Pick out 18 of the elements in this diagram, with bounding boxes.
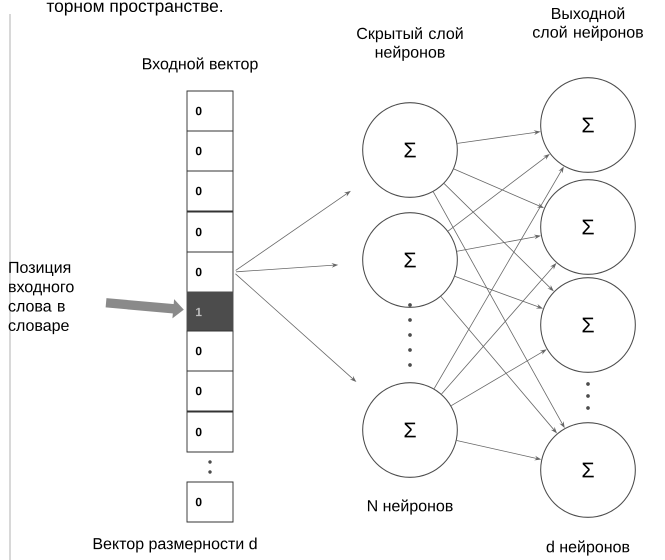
caption-text: торном пространстве.	[46, 2, 222, 16]
vector-cell: 0	[186, 370, 234, 412]
heading: Скрытый слой нейронов	[357, 27, 463, 61]
vector-cell: 1	[186, 292, 234, 332]
position-text: Позиция входного слова в словаре	[8, 262, 74, 334]
vector-cell: 0	[186, 330, 234, 372]
vector-cell: 0	[186, 482, 234, 522]
heading: Входной вектор	[143, 57, 258, 73]
vector-cell: 0	[186, 130, 234, 172]
vector-cell: 0	[186, 170, 234, 212]
vector-cell: 0	[186, 90, 234, 132]
caption-text: d нейронов	[546, 540, 630, 556]
vector-cell: 0	[186, 412, 234, 452]
heading: Выходной слой нейронов	[532, 7, 643, 41]
caption-text: N нейронов	[368, 499, 453, 515]
caption-text: Вектор размерности d	[94, 538, 257, 552]
vector-cell: 0	[186, 252, 234, 292]
vector-cell: 0	[186, 212, 234, 252]
